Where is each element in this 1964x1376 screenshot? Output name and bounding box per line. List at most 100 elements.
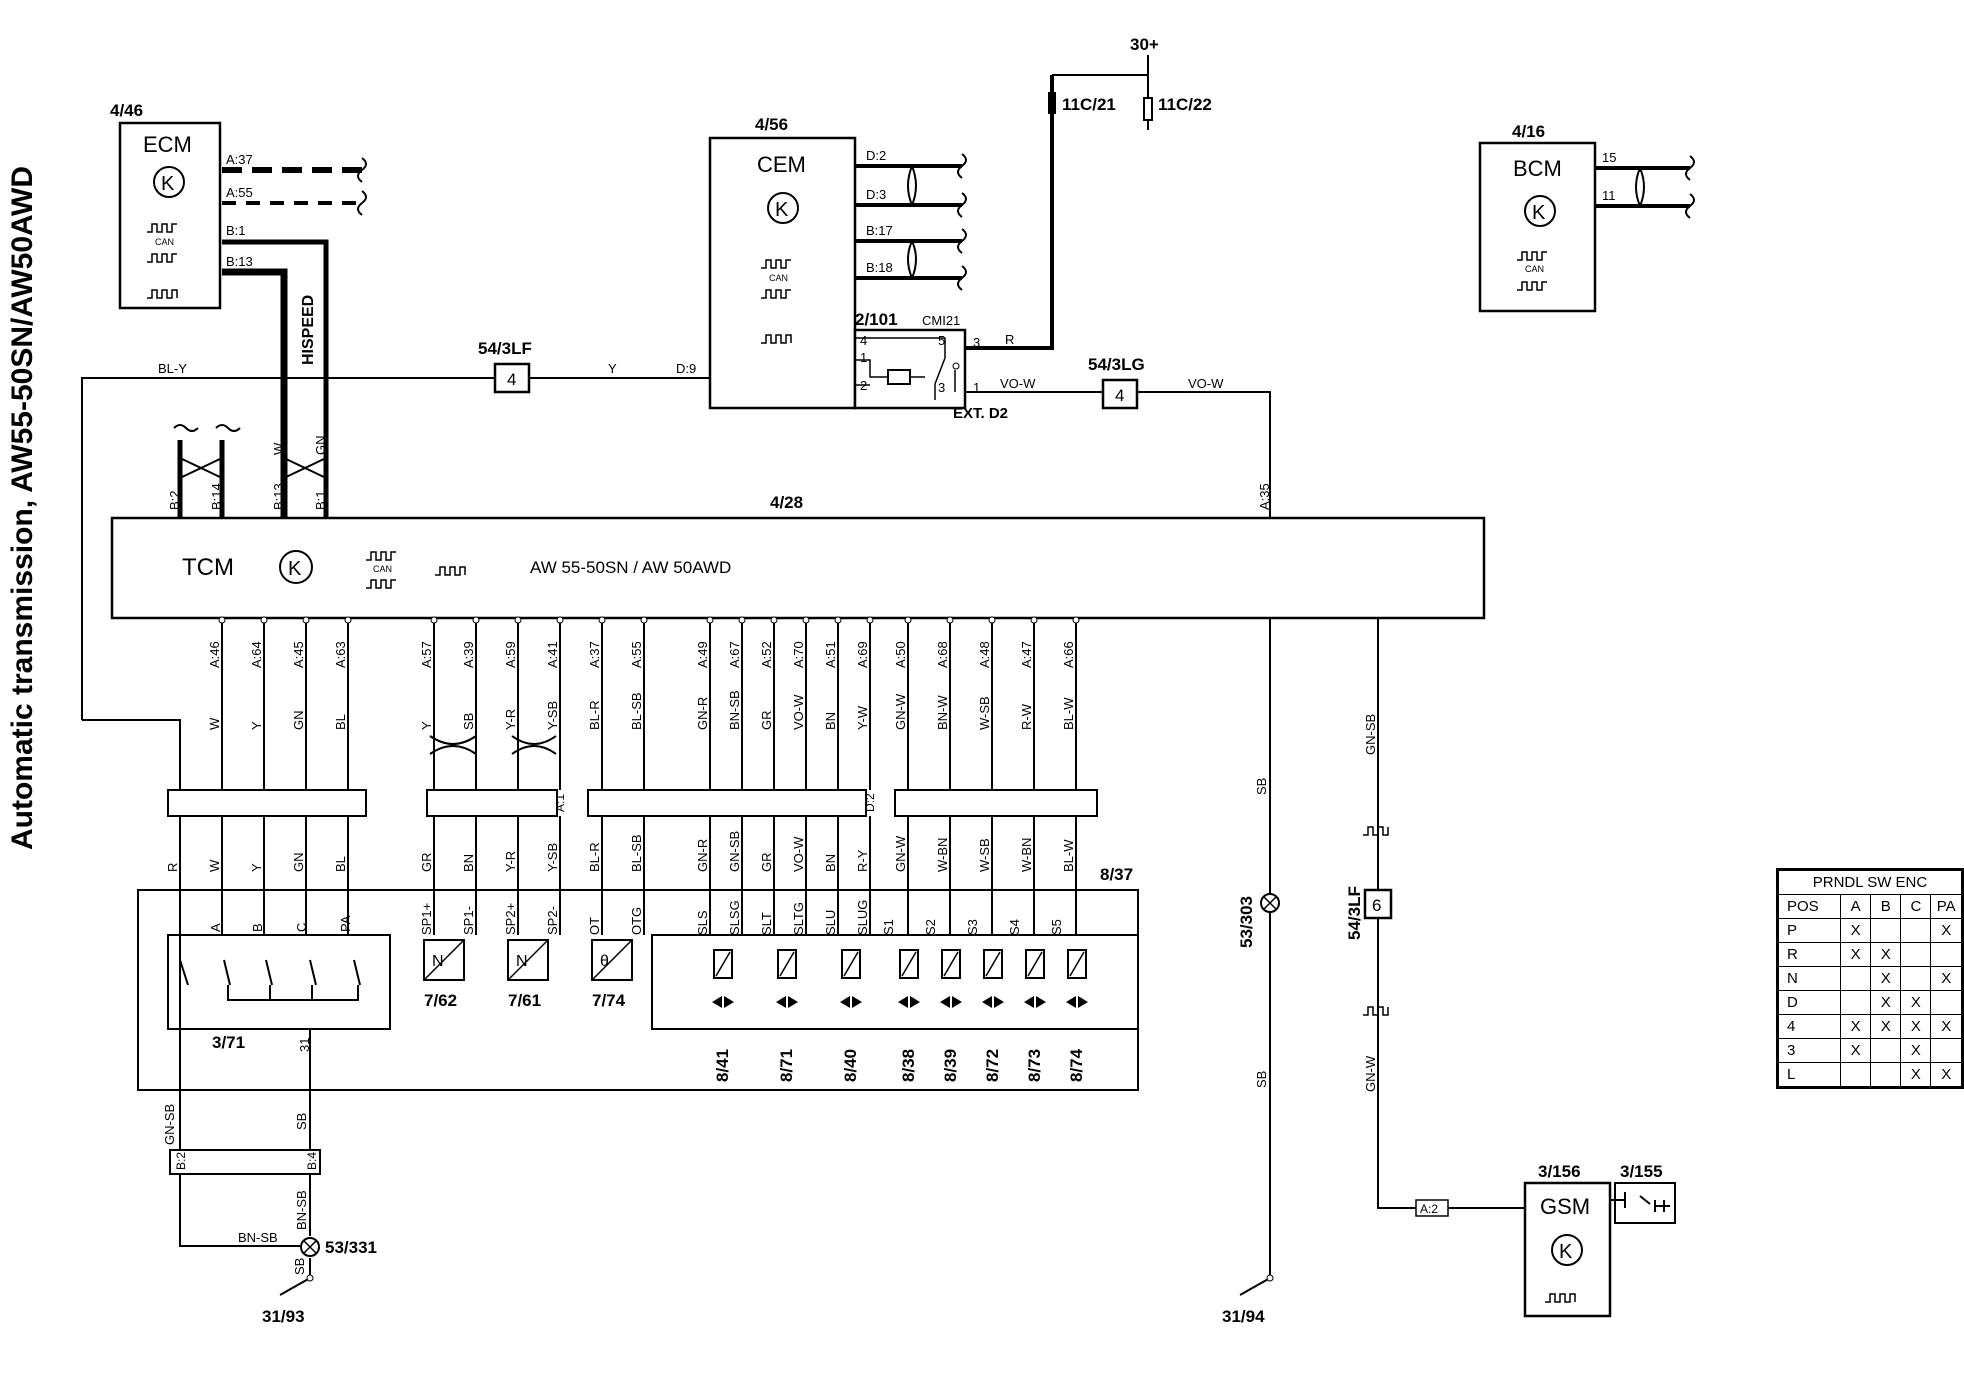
solenoid-pin-label: S2 <box>923 919 938 935</box>
tcm-pin-label: A:59 <box>503 641 518 668</box>
sensor-pin-label: SP2+ <box>503 903 518 935</box>
solenoid-pin-label: SLS <box>695 910 710 935</box>
cem-pin-b18: B:18 <box>866 260 893 275</box>
solenoid-pin-label: SLUG <box>855 900 870 935</box>
wire-label-w: W <box>271 442 286 455</box>
bcm-can-label: CAN <box>1525 264 1544 274</box>
prndl-header-cell: A <box>1840 894 1872 919</box>
tcm-wire-color: GN <box>291 711 306 731</box>
prndl-cell: X <box>1840 918 1872 943</box>
lower-wire-color: Y-R <box>503 851 518 872</box>
wire-label-r: R <box>1005 332 1014 347</box>
splice-53-331-ref: 53/331 <box>325 1238 377 1257</box>
solenoid-pin-label: S3 <box>965 919 980 935</box>
sensor-pin-label: SP1- <box>461 906 476 935</box>
tcm-pin-b13: B:13 <box>271 483 286 510</box>
prndl-cell: X <box>1870 942 1902 967</box>
wire-label-gn: GN <box>313 436 328 456</box>
b2-b14-twist <box>179 457 223 479</box>
sensor-ref: 7/62 <box>424 991 457 1010</box>
prndl-header-cell: B <box>1870 894 1902 919</box>
connector-54-3lf-num: 4 <box>507 370 516 389</box>
prndl-cell: X <box>1900 1038 1932 1063</box>
sensor-ref: 7/61 <box>508 991 541 1010</box>
solenoid-ref: 8/39 <box>941 1049 960 1082</box>
tcm-pin-label: A:52 <box>759 641 774 668</box>
switch-unit-box <box>167 934 391 1030</box>
prndl-cell <box>1870 918 1902 943</box>
ecm-pin-b1: B:1 <box>226 223 246 238</box>
lower-wire-color: Y-SB <box>545 843 560 872</box>
tcm-pin-node <box>260 616 268 624</box>
connector-54-3lg-ref: 54/3LG <box>1088 355 1145 374</box>
tcm-wire-color: VO-W <box>791 694 806 730</box>
connector-strip-c <box>894 789 1098 817</box>
bcm-twist <box>1635 167 1645 207</box>
sensor-symbol: N <box>432 953 444 970</box>
tcm-pin-node <box>866 616 874 624</box>
wire-label-bly: BL-Y <box>158 361 187 376</box>
gsm-pin-a2: A:2 <box>1420 1202 1438 1216</box>
switch-label-pa: PA <box>338 915 353 932</box>
cem-name: CEM <box>757 152 806 177</box>
connector-54-3lg-box <box>1101 378 1139 410</box>
relay-pin-1: 1 <box>860 350 867 365</box>
r-wire <box>965 75 1054 350</box>
sensor-pin-label: SP1+ <box>419 903 434 935</box>
solenoid-ref: 8/73 <box>1025 1049 1044 1082</box>
conn-b4-label: B:4 <box>305 1152 319 1170</box>
wire-bnsb-label-1: BN-SB <box>238 1230 278 1245</box>
solenoid-diag <box>1027 951 1043 977</box>
outer-ref: 8/37 <box>1100 865 1133 884</box>
solenoid-diag <box>901 951 917 977</box>
splice-53-303-ref: 53/303 <box>1237 896 1256 948</box>
solenoid-valve-icon <box>1066 996 1088 1008</box>
bcm-name: BCM <box>1513 156 1562 181</box>
connector-54-3lg-num: 4 <box>1115 386 1124 405</box>
prndl-cell: X <box>1870 990 1902 1015</box>
solenoid-pin-label: SLTG <box>791 902 806 935</box>
cem-pin-b17: B:17 <box>866 223 893 238</box>
prndl-cell: X <box>1870 966 1902 991</box>
tcm-pin-node <box>598 616 606 624</box>
solenoid-ref: 8/40 <box>841 1049 860 1082</box>
lower-wire-color: GN-R <box>695 839 710 872</box>
tcm-pin-node <box>988 616 996 624</box>
switch-label-c: C <box>294 923 309 932</box>
wire-gnsb-label: GN-SB <box>162 1104 177 1145</box>
ecm-wavy-2 <box>357 190 367 216</box>
prndl-cell: 3 <box>1776 1038 1842 1063</box>
tcm-pin-label: A:49 <box>695 641 710 668</box>
supply-wire <box>1052 55 1149 98</box>
connector-strip-d <box>587 789 867 817</box>
prndl-cell: P <box>1776 918 1842 943</box>
tcm-pin-label: A:37 <box>587 641 602 668</box>
tcm-pin-label: A:41 <box>545 641 560 668</box>
tcm-pin-node <box>904 616 912 624</box>
gsm-switch-icon <box>1610 1192 1670 1212</box>
bcm-wavies <box>1685 155 1695 219</box>
solenoid-valve-icon <box>982 996 1004 1008</box>
sensor-diag <box>507 939 549 981</box>
prndl-cell <box>1870 1062 1902 1088</box>
cem-pulse-icon <box>761 334 792 344</box>
bcm-bus-wires <box>1595 166 1690 208</box>
tcm-wire-color: W <box>207 717 222 730</box>
tcm-wire-color: BN <box>823 712 838 730</box>
tcm-pulse-icon <box>435 566 466 576</box>
fuse-11c22-icon <box>1143 97 1153 121</box>
lower-wire-color: BN <box>823 854 838 872</box>
ecm-pin-a37: A:37 <box>226 152 253 167</box>
conn-b2-label: B:2 <box>174 1152 188 1170</box>
hispeed-twist <box>283 457 327 479</box>
supply-label: 30+ <box>1130 35 1159 54</box>
cem-pin-d2: D:2 <box>866 148 886 163</box>
solenoid-valve-icon <box>940 996 962 1008</box>
cem-can-icon <box>761 259 791 299</box>
bcm-pin-15: 15 <box>1602 150 1616 165</box>
